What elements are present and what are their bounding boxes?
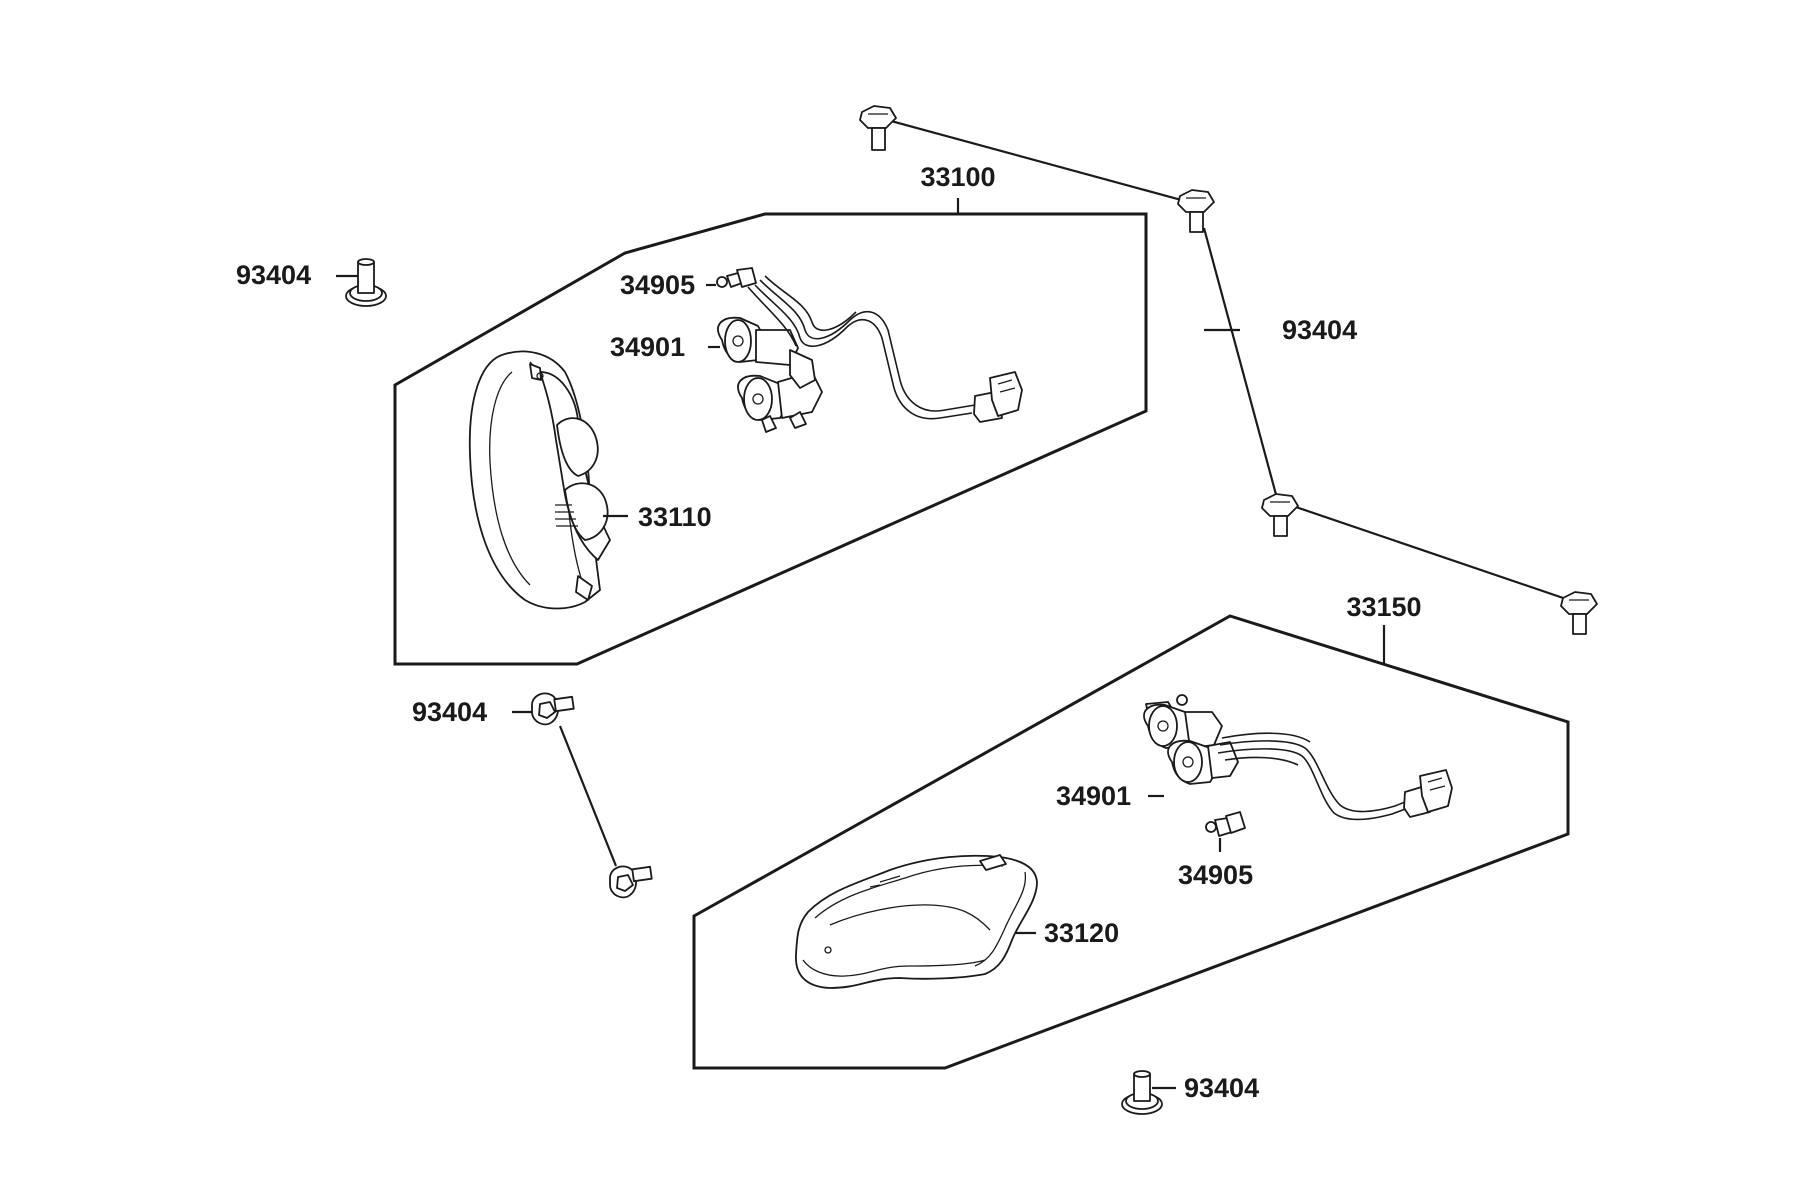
screw-right-c	[1261, 493, 1299, 537]
label-34901-headlight: 34901	[1056, 781, 1131, 811]
taillight-small-bulb	[716, 267, 757, 288]
label-93404-middle: 93404	[412, 697, 487, 727]
screw-middle-pair	[531, 692, 653, 899]
headlight-socket-part	[1143, 694, 1239, 785]
label-33110: 33110	[638, 502, 712, 532]
screw-right-d	[1560, 591, 1598, 635]
screw-bottom	[1121, 1070, 1163, 1115]
taillight-lens-part	[468, 350, 611, 610]
screw-right-b	[1177, 189, 1215, 233]
label-34905-headlight: 34905	[1178, 860, 1253, 890]
headlight-harness	[1217, 732, 1453, 821]
taillight-group: 33100 33110	[393, 162, 1148, 666]
taillight-assembly-outline	[393, 212, 1148, 666]
screw-chain-right	[879, 116, 1576, 604]
screw-right-a	[859, 105, 897, 151]
label-93404-right: 93404	[1282, 315, 1357, 345]
label-33150: 33150	[1346, 592, 1421, 622]
taillight-harness	[747, 275, 1023, 423]
headlight-assembly-outline	[692, 614, 1570, 1070]
label-33100: 33100	[920, 162, 995, 192]
label-34901-taillight: 34901	[610, 332, 685, 362]
headlight-lens-part	[795, 854, 1038, 989]
headlight-group: 33150 33120	[692, 592, 1570, 1070]
label-93404-top-left: 93404	[236, 260, 311, 290]
screw-top-left	[345, 258, 387, 307]
label-34905-taillight: 34905	[620, 270, 695, 300]
label-93404-bottom: 93404	[1184, 1073, 1259, 1103]
taillight-socket-part	[717, 316, 823, 433]
headlight-small-bulb	[1205, 811, 1246, 837]
label-33120: 33120	[1044, 918, 1119, 948]
